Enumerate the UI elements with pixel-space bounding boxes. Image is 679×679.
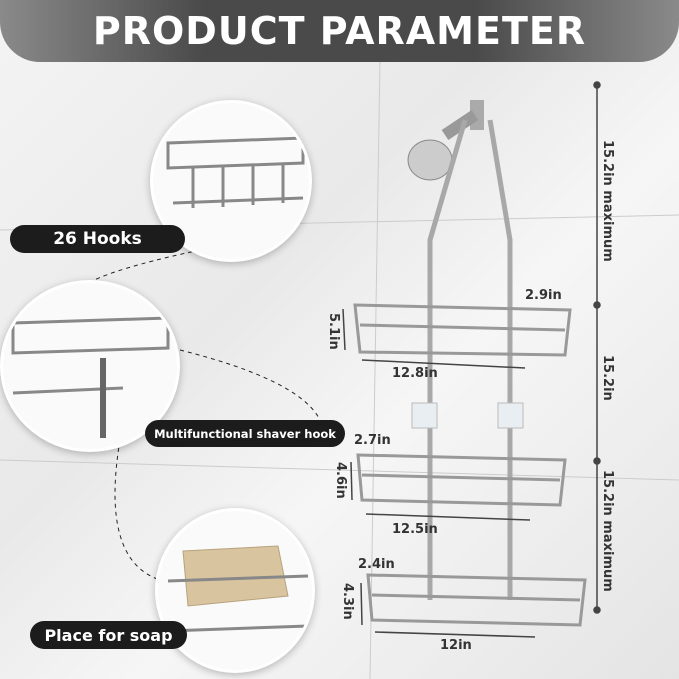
shelf1-height: 5.1in bbox=[326, 313, 341, 350]
height-top-label: 15.2in maximum bbox=[600, 140, 615, 262]
page-title: PRODUCT PARAMETER bbox=[92, 9, 587, 53]
hooks-label: 26 Hooks bbox=[10, 225, 185, 253]
soap-detail-image bbox=[155, 508, 315, 673]
shelf3-width: 12in bbox=[440, 638, 472, 653]
shelf2-depth: 2.7in bbox=[354, 433, 391, 448]
shelf1-depth: 2.9in bbox=[525, 288, 562, 303]
shower-head bbox=[407, 100, 484, 181]
shelves bbox=[353, 303, 587, 627]
height-bottom-label: 15.2in maximum bbox=[600, 470, 615, 592]
height-middle-label: 15.2in bbox=[600, 355, 615, 401]
shaver-hook-label: Multifunctional shaver hook bbox=[145, 420, 345, 447]
shelf3-height: 4.3in bbox=[340, 583, 355, 620]
shelf2-width: 12.5in bbox=[392, 522, 438, 537]
shelf1-width: 12.8in bbox=[392, 366, 438, 381]
soap-label: Place for soap bbox=[30, 621, 187, 649]
shelf3-depth: 2.4in bbox=[358, 557, 395, 572]
shelf2-height: 4.6in bbox=[333, 462, 348, 499]
title-banner: PRODUCT PARAMETER bbox=[0, 0, 679, 62]
